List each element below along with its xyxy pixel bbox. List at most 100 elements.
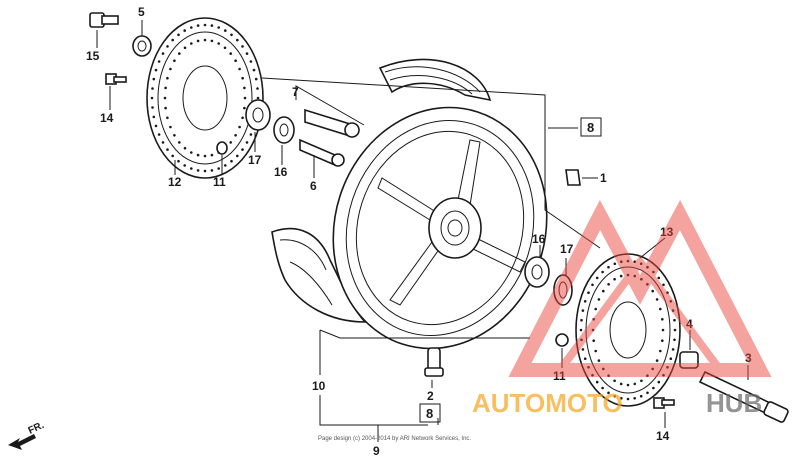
disc-perforation bbox=[657, 276, 661, 280]
disc-perforation bbox=[243, 86, 246, 90]
watermark: AUTOMOTO HUB bbox=[472, 199, 772, 418]
disc-perforation bbox=[591, 328, 595, 332]
disc-perforation bbox=[580, 338, 583, 342]
disc-perforation bbox=[626, 273, 630, 277]
nut-11-left[interactable] bbox=[216, 141, 228, 155]
disc-perforation bbox=[217, 167, 220, 170]
disc-perforation bbox=[640, 379, 643, 383]
disc-perforation bbox=[626, 259, 630, 263]
disc-perforation bbox=[249, 60, 253, 63]
disc-perforation bbox=[241, 45, 244, 48]
watermark-logo-triangles bbox=[508, 199, 772, 377]
disc-perforation bbox=[203, 23, 207, 27]
disc-perforation bbox=[173, 59, 176, 62]
disc-perforation bbox=[613, 379, 616, 383]
disc-perforation bbox=[601, 270, 604, 274]
disc-bolt-14-right[interactable] bbox=[653, 397, 675, 409]
disc-perforation bbox=[152, 77, 156, 81]
disc-perforation bbox=[671, 348, 675, 351]
side-collar-4[interactable] bbox=[679, 351, 699, 369]
disc-bolt-14-left[interactable] bbox=[105, 73, 127, 85]
disc-perforation bbox=[249, 133, 253, 136]
disc-perforation bbox=[178, 141, 181, 144]
callout-12: 12 bbox=[168, 175, 182, 189]
disc-perforation bbox=[245, 52, 249, 55]
disc-perforation bbox=[223, 46, 227, 50]
callout-8-bottom: 8 bbox=[426, 406, 433, 421]
callout-2: 2 bbox=[427, 389, 434, 403]
disc-perforation bbox=[190, 26, 193, 29]
disc-perforation bbox=[243, 96, 247, 100]
disc-perforation bbox=[579, 328, 583, 332]
brake-disc-right[interactable] bbox=[575, 253, 681, 407]
axle-spacer-6[interactable] bbox=[299, 138, 345, 167]
disc-perforation bbox=[633, 260, 636, 264]
disc-perforation bbox=[633, 382, 637, 386]
disc-perforation bbox=[252, 68, 256, 72]
callout-11-left: 11 bbox=[213, 175, 226, 189]
nut-11-right[interactable] bbox=[555, 333, 569, 347]
disc-perforation bbox=[626, 383, 630, 387]
disc-perforation bbox=[238, 67, 241, 71]
disc-perforation bbox=[166, 45, 169, 48]
disc-perforation bbox=[173, 134, 176, 137]
disc-perforation bbox=[210, 24, 214, 27]
disc-perforation bbox=[587, 366, 590, 369]
callout-17-right: 17 bbox=[560, 242, 574, 256]
disc-perforation bbox=[171, 154, 174, 158]
disc-perforation bbox=[196, 39, 200, 43]
disc-perforation bbox=[602, 367, 605, 371]
tire-valve-2[interactable] bbox=[424, 347, 444, 377]
brake-disc-left[interactable] bbox=[146, 17, 264, 179]
disc-perforation bbox=[196, 169, 200, 172]
disc-perforation bbox=[166, 76, 169, 80]
disc-perforation bbox=[592, 339, 595, 343]
distance-collar-7[interactable] bbox=[304, 108, 360, 138]
disc-perforation bbox=[229, 141, 232, 144]
disc-perforation bbox=[587, 291, 590, 295]
disc-perforation bbox=[256, 87, 259, 90]
bearing-16-right[interactable] bbox=[524, 256, 550, 288]
callout-4: 4 bbox=[686, 317, 693, 331]
disc-perforation bbox=[243, 106, 246, 110]
disc-perforation bbox=[633, 274, 637, 278]
disc-perforation bbox=[164, 106, 167, 110]
collar-5[interactable] bbox=[132, 35, 152, 57]
disc-perforation bbox=[619, 274, 623, 278]
callout-9: 9 bbox=[373, 444, 380, 458]
disc-perforation bbox=[183, 46, 187, 50]
callout-17-left: 17 bbox=[248, 153, 262, 167]
disc-perforation bbox=[210, 39, 214, 43]
disc-perforation bbox=[607, 374, 610, 378]
disc-perforation bbox=[241, 148, 244, 151]
watermark-text-secondary: HUB bbox=[706, 388, 762, 418]
disc-perforation bbox=[669, 357, 673, 361]
disc-perforation bbox=[620, 260, 623, 264]
disc-perforation bbox=[190, 42, 193, 45]
disc-perforation bbox=[210, 169, 214, 172]
disc-perforation bbox=[580, 318, 583, 322]
dust-seal-17-right[interactable] bbox=[553, 274, 573, 306]
front-axle-3[interactable] bbox=[698, 370, 789, 423]
disc-perforation bbox=[591, 283, 594, 287]
disc-perforation bbox=[224, 164, 227, 167]
disc-perforation bbox=[651, 367, 654, 371]
callout-10: 10 bbox=[312, 379, 326, 393]
disc-bolt-15[interactable] bbox=[89, 12, 119, 28]
disc-perforation bbox=[224, 29, 227, 32]
disc-perforation bbox=[594, 307, 597, 311]
disc-perforation bbox=[177, 159, 180, 163]
disc-perforation bbox=[655, 298, 659, 301]
disc-perforation bbox=[230, 33, 233, 37]
disc-perforation bbox=[671, 309, 675, 312]
disc-perforation bbox=[190, 151, 193, 154]
callout-11-right: 11 bbox=[553, 369, 566, 383]
callout-8-top: 8 bbox=[587, 120, 594, 135]
disc-perforation bbox=[639, 262, 643, 266]
bearing-17-left[interactable] bbox=[245, 99, 271, 131]
disc-perforation bbox=[595, 380, 599, 384]
disc-perforation bbox=[166, 116, 169, 120]
dust-seal-16-left[interactable] bbox=[273, 116, 295, 144]
disc-perforation bbox=[583, 300, 587, 303]
balance-weight-clip-1[interactable] bbox=[565, 169, 581, 186]
